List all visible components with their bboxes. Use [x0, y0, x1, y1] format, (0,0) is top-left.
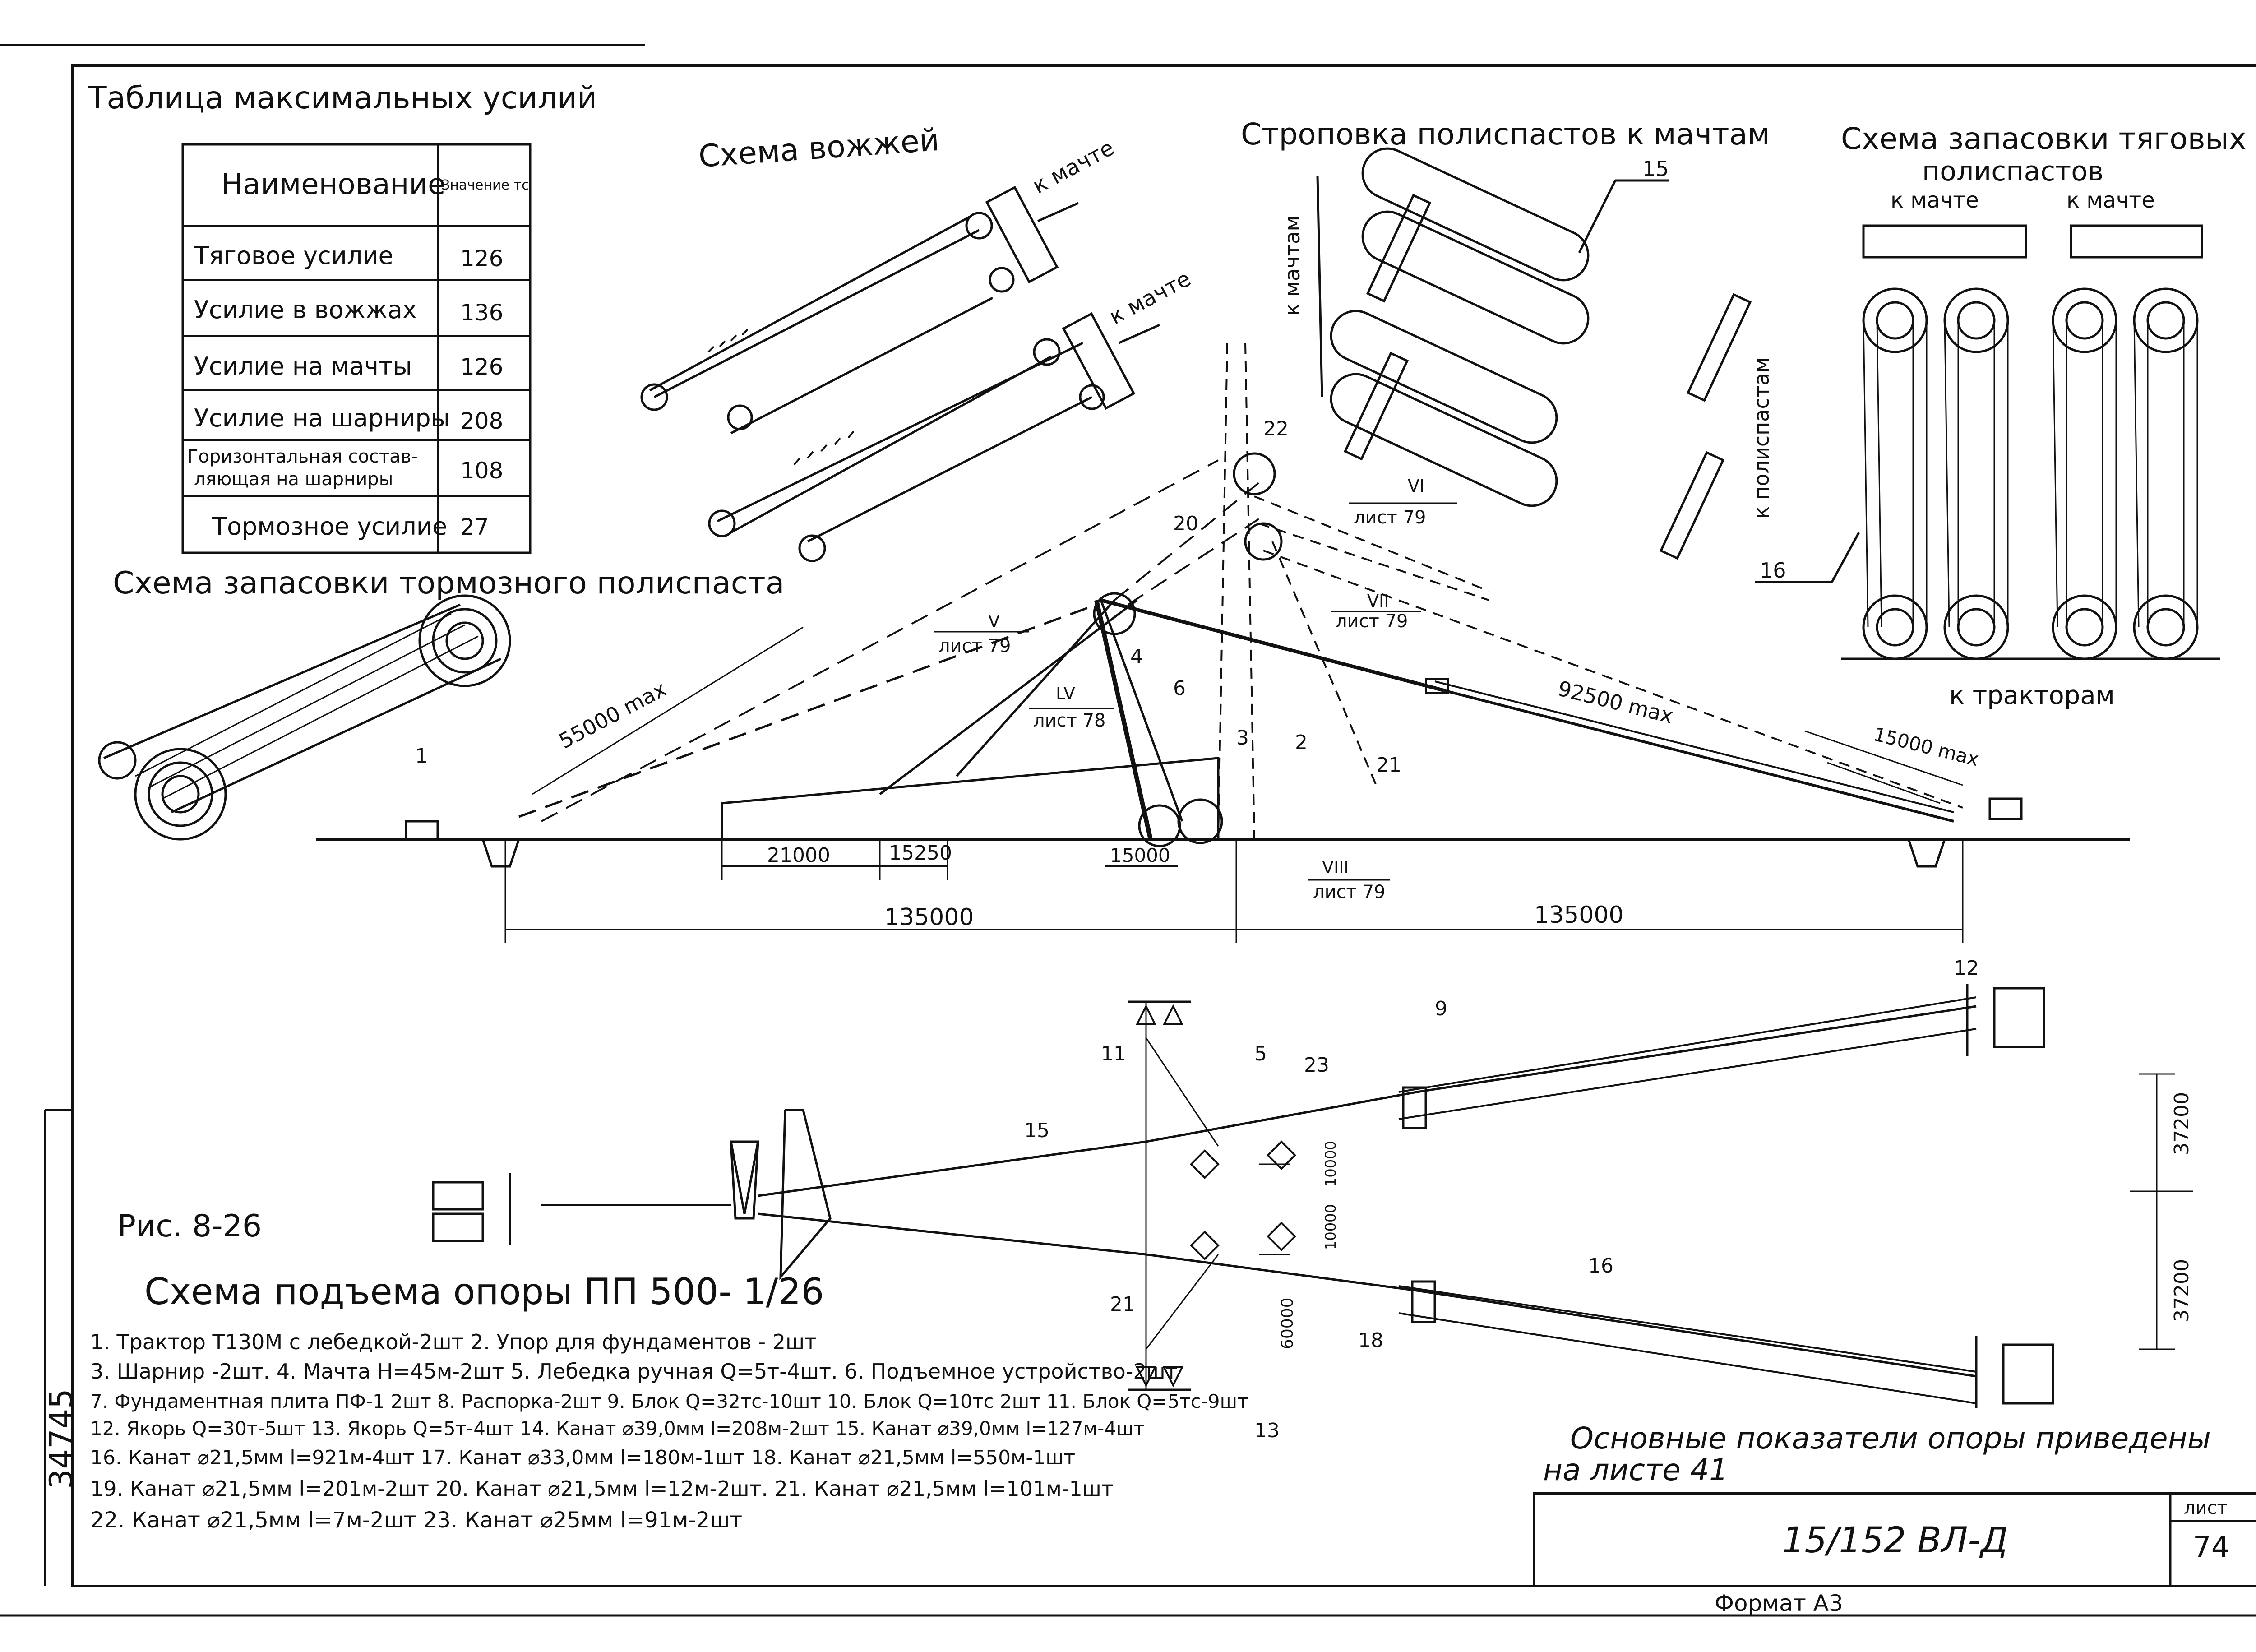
dim-92500: 92500 max: [1555, 676, 1675, 728]
brake-reeving-scheme: [98, 594, 511, 841]
sheet-ref-79-c: лист 79: [1336, 611, 1408, 632]
callout-6: 6: [1173, 677, 1186, 700]
sheet-label: лист: [2184, 1498, 2228, 1518]
sheet-ref-79-b: лист 79: [1354, 507, 1426, 528]
dim-15250: 15250: [889, 842, 952, 865]
table-row-value: 126: [460, 354, 503, 380]
sheet-ref-lv: LV: [1056, 684, 1075, 703]
sheet-ref-viii: VIII: [1322, 857, 1349, 877]
table-title: Таблица максимальных усилий: [88, 80, 597, 116]
side-stamp: 34745: [43, 1388, 80, 1489]
table-header-value: Значение тс: [441, 177, 529, 193]
callout-5: 5: [1254, 1042, 1267, 1065]
dim-21000: 21000: [767, 844, 830, 867]
legend: 1. Трактор Т130М с лебедкой-2шт 2. Упор …: [90, 1330, 1248, 1533]
reins-scheme: к мачте к мачте: [640, 135, 1195, 562]
heading-slinging: Строповка полиспастов к мачтам: [1241, 117, 1770, 152]
sheet-ref-v: V: [988, 611, 1000, 631]
callout-19: 20: [1173, 512, 1198, 535]
callout-9: 9: [1435, 997, 1447, 1020]
callout-21: 21: [1110, 1293, 1135, 1316]
sheet-number: 74: [2193, 1531, 2229, 1564]
drawing-code: 15/152 ВЛ-Д: [1782, 1520, 2008, 1561]
figure-number: Рис. 8-26: [117, 1208, 262, 1244]
table-header-name: Наименование: [221, 168, 445, 201]
dim-10000-a: 10000: [1322, 1141, 1339, 1187]
table-row-name: Усилие на шарниры: [194, 404, 450, 432]
to-masts-label: к мачтам: [1280, 216, 1304, 316]
table-row-name: Тяговое усилие: [194, 241, 393, 270]
callout-23: 23: [1304, 1054, 1329, 1077]
callout-13: 13: [1254, 1419, 1280, 1442]
table-row-value: 126: [460, 245, 503, 272]
callout-22: 22: [1263, 417, 1289, 440]
callout-1: 1: [415, 745, 428, 768]
forces-table: Таблица максимальных усилий Наименование…: [88, 80, 597, 554]
legend-line: 16. Канат ⌀21,5мм l=921м-4шт 17. Канат ⌀…: [90, 1446, 1075, 1469]
to-pulleys-label: к полиспастам: [1749, 357, 1774, 519]
plan-view: 37200 37200 60000 10000 10000 5 9 11 12 …: [432, 957, 2193, 1442]
legend-line: 12. Якорь Q=30т-5шт 13. Якорь Q=5т-4шт 1…: [90, 1417, 1145, 1439]
to-mast-label-4: к мачте: [2066, 188, 2155, 213]
dim-135000-right: 135000: [1534, 902, 1624, 929]
heading-traction-reeving: Схема запасовки тяговых: [1841, 121, 2247, 156]
dim-135000-left: 135000: [884, 904, 974, 931]
sheet-frame: [0, 44, 2256, 1617]
callout-16: 16: [1588, 1254, 1613, 1277]
traction-reeving-scheme: к мачте к мачте 16 к тракторам: [1755, 188, 2220, 710]
sheet-ref-vii: VII: [1367, 591, 1389, 611]
legend-line: 19. Канат ⌀21,5мм l=201м-2шт 20. Канат ⌀…: [90, 1476, 1114, 1501]
dim-15000-max: 15000 max: [1872, 723, 1981, 770]
callout-14: 15: [1024, 1119, 1049, 1142]
callout-18: 18: [1358, 1329, 1383, 1352]
heading-reins: Схема вожжей: [698, 122, 941, 175]
sheet-ref-vi: VI: [1408, 476, 1424, 496]
table-row-value: 108: [460, 458, 503, 484]
callout-11: 11: [1101, 1042, 1126, 1065]
table-row-name: Тормозное усилие: [212, 512, 447, 541]
heading-traction-reeving-cont: полиспастов: [1922, 156, 2103, 187]
heading-brake-reeving: Схема запасовки тормозного полиспаста: [113, 565, 784, 601]
note-line-2: на листе 41: [1543, 1453, 1728, 1487]
callout-16-top: 16: [1760, 558, 1786, 583]
dim-10000-b: 10000: [1322, 1204, 1339, 1250]
callout-12: 12: [1954, 957, 1979, 980]
table-row-value: 27: [460, 514, 489, 540]
callout-3: 3: [1236, 727, 1249, 750]
sheet-ref-78: лист 78: [1033, 710, 1105, 731]
table-row-name-cont: ляющая на шарниры: [194, 469, 393, 490]
legend-line: 7. Фундаментная плита ПФ-1 2шт 8. Распор…: [90, 1390, 1248, 1412]
callout-20: 21: [1376, 754, 1401, 777]
callout-2: 2: [1295, 731, 1308, 754]
title-block: 15/152 ВЛ-Д лист 74: [1533, 1492, 2256, 1587]
to-mast-label-1: к мачте: [1028, 135, 1118, 199]
dim-60000: 60000: [1278, 1297, 1297, 1349]
sheet-ref-79-a: лист 79: [938, 636, 1011, 657]
table-row-value: 208: [460, 408, 503, 434]
table-row-name: Горизонтальная состав-: [187, 446, 418, 467]
callout-15: 15: [1642, 157, 1669, 181]
callout-4: 4: [1130, 645, 1143, 668]
dim-37200-bottom: 37200: [2170, 1259, 2193, 1322]
legend-line: 22. Канат ⌀21,5мм l=7м-2шт 23. Канат ⌀25…: [90, 1508, 742, 1533]
note-line-1: Основные показатели опоры приведены: [1570, 1421, 2211, 1456]
slinging-scheme: к мачтам к полиспастам 15: [1280, 147, 1774, 560]
legend-line: 1. Трактор Т130М с лебедкой-2шт 2. Упор …: [90, 1330, 817, 1354]
legend-line: 3. Шарнир -2шт. 4. Мачта Н=45м-2шт 5. Ле…: [90, 1359, 1178, 1384]
dim-37200-top: 37200: [2170, 1092, 2193, 1155]
table-row-value: 136: [460, 300, 503, 326]
sheet-ref-79-d: лист 79: [1313, 882, 1385, 902]
elevation-view: 55000 max 92500 max 15000 max 21000 1525…: [316, 342, 2130, 943]
scheme-title: Схема подъема опоры ПП 500- 1/26: [144, 1271, 824, 1313]
format-label: Формат А3: [1715, 1590, 1843, 1616]
dim-55000: 55000 max: [555, 676, 670, 753]
to-tractors-label: к тракторам: [1949, 681, 2115, 710]
dim-15000: 15000: [1110, 844, 1170, 866]
table-row-name: Усилие на мачты: [194, 352, 412, 380]
to-mast-label-2: к мачте: [1105, 266, 1195, 329]
to-mast-label-3: к мачте: [1891, 188, 1979, 213]
table-row-name: Усилие в вожжах: [194, 296, 417, 324]
